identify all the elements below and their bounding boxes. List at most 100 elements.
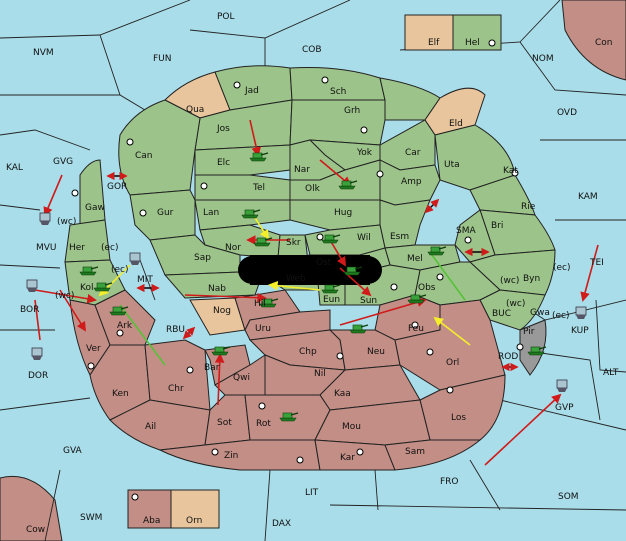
- label-olk: Olk: [305, 184, 321, 194]
- label-her: Her: [69, 243, 85, 253]
- sea-mvu: MVU: [36, 243, 57, 253]
- label-kol: Kol: [80, 283, 93, 293]
- label-mou: Mou: [342, 422, 361, 432]
- sea-fro: FRO: [440, 477, 459, 487]
- label-eld: Eld: [449, 119, 463, 129]
- label-amp: Amp: [401, 177, 422, 187]
- label-kar: Kar: [340, 453, 355, 463]
- label-los: Los: [451, 413, 466, 423]
- label-kaa: Kaa: [334, 389, 351, 399]
- label-bri: Bri: [491, 221, 503, 231]
- label-gwa-ec: (ec): [552, 311, 570, 321]
- label-yok: Yok: [356, 148, 373, 158]
- sea-labels: POL NVM FUN COB NOM OVD KAL GVG GOR MVU …: [6, 12, 619, 535]
- legend-hel-label: Hel: [465, 38, 480, 48]
- label-esm: Esm: [390, 232, 409, 242]
- label-ver: Ver: [86, 344, 101, 354]
- sea-kal: KAL: [6, 163, 23, 173]
- label-bar: Bar: [204, 363, 220, 373]
- label-gaw: Gaw: [85, 203, 105, 213]
- label-qua: Qua: [186, 105, 204, 115]
- label-can: Can: [135, 151, 153, 161]
- label-hug: Hug: [334, 208, 352, 218]
- label-neu: Neu: [367, 347, 385, 357]
- label-kat: Kat: [503, 166, 518, 176]
- sea-lit: LIT: [305, 488, 319, 498]
- sea-gvp: GVP: [555, 403, 574, 413]
- territory-gwa[interactable]: [479, 289, 546, 331]
- territory-grh[interactable]: [379, 77, 441, 121]
- coast-markers: [106, 171, 519, 372]
- label-uru: Uru: [255, 324, 271, 334]
- territory-sam[interactable]: [384, 439, 482, 471]
- supply-centers: [71, 76, 524, 464]
- label-ost: Ost: [316, 258, 332, 268]
- label-sot: Sot: [217, 418, 232, 428]
- center-pillar: [238, 255, 382, 285]
- sea-con: Con: [595, 38, 613, 48]
- sea-ovd: OVD: [557, 108, 577, 118]
- label-orl: Orl: [446, 358, 459, 368]
- label-sch: Sch: [330, 87, 346, 97]
- label-ken: Ken: [112, 389, 129, 399]
- label-chr: Chr: [168, 384, 184, 394]
- sea-rbu: RBU: [166, 325, 185, 335]
- legend-top: Elf Hel: [404, 14, 502, 51]
- sea-kup: KUP: [571, 326, 589, 336]
- sea-nvm: NVM: [33, 48, 54, 58]
- label-her-ec: (ec): [101, 243, 119, 253]
- sea-mit: MIT: [137, 275, 153, 285]
- sea-fun: FUN: [153, 54, 172, 64]
- territory-zin[interactable]: [158, 439, 321, 471]
- label-nab: Nab: [208, 284, 226, 294]
- label-rot: Rot: [256, 419, 271, 429]
- label-web: Web: [286, 274, 306, 284]
- territory-kar[interactable]: [314, 439, 396, 471]
- sea-bor: BOR: [20, 305, 39, 315]
- sea-gor: GOR: [107, 182, 127, 192]
- label-kol-wc: (wc): [55, 291, 74, 301]
- label-byn-ec: (ec): [553, 263, 571, 273]
- territory-tel[interactable]: [194, 174, 291, 201]
- label-ail: Ail: [145, 422, 156, 432]
- label-obs: Obs: [418, 283, 436, 293]
- legend-elf-label: Elf: [428, 38, 440, 48]
- legend-aba-label: Aba: [143, 516, 160, 526]
- sea-gva: GVA: [63, 446, 83, 456]
- label-skr: Skr: [286, 238, 301, 248]
- label-grh: Grh: [344, 106, 360, 116]
- label-nar: Nar: [294, 165, 310, 175]
- territory-elc[interactable]: [194, 144, 291, 176]
- label-nil: Nil: [314, 369, 326, 379]
- label-gur: Gur: [157, 208, 174, 218]
- green-territories: [64, 65, 556, 331]
- label-uta: Uta: [444, 160, 460, 170]
- label-lan: Lan: [203, 208, 219, 218]
- sea-cob: COB: [302, 45, 322, 55]
- label-gwa-wc: (wc): [506, 299, 525, 309]
- label-wil: Wil: [357, 233, 371, 243]
- label-nor: Nor: [225, 243, 241, 253]
- sea-tei: TEI: [589, 258, 604, 268]
- label-qwi: Qwi: [233, 373, 250, 383]
- sea-dor: DOR: [28, 371, 48, 381]
- territory-grh2[interactable]: [289, 99, 386, 146]
- label-tel: Tel: [252, 183, 265, 193]
- label-rie: Rie: [521, 202, 536, 212]
- label-mel: Mel: [407, 254, 423, 264]
- label-gwa: Gwa: [530, 308, 550, 318]
- label-pir: Pir: [523, 327, 535, 337]
- territory-cow[interactable]: [0, 475, 63, 541]
- label-kol-ec: (ec): [111, 265, 129, 275]
- sea-dax: DAX: [272, 519, 291, 529]
- sea-som: SOM: [558, 492, 579, 502]
- label-byn-wc: (wc): [500, 276, 519, 286]
- territory-gaw[interactable]: [79, 159, 106, 226]
- label-hil: Hil: [254, 299, 266, 309]
- label-jos: Jos: [216, 124, 230, 134]
- label-chp: Chp: [299, 347, 317, 357]
- territory-chr[interactable]: [144, 339, 211, 411]
- label-car: Car: [405, 148, 421, 158]
- label-byn: Byn: [523, 274, 540, 284]
